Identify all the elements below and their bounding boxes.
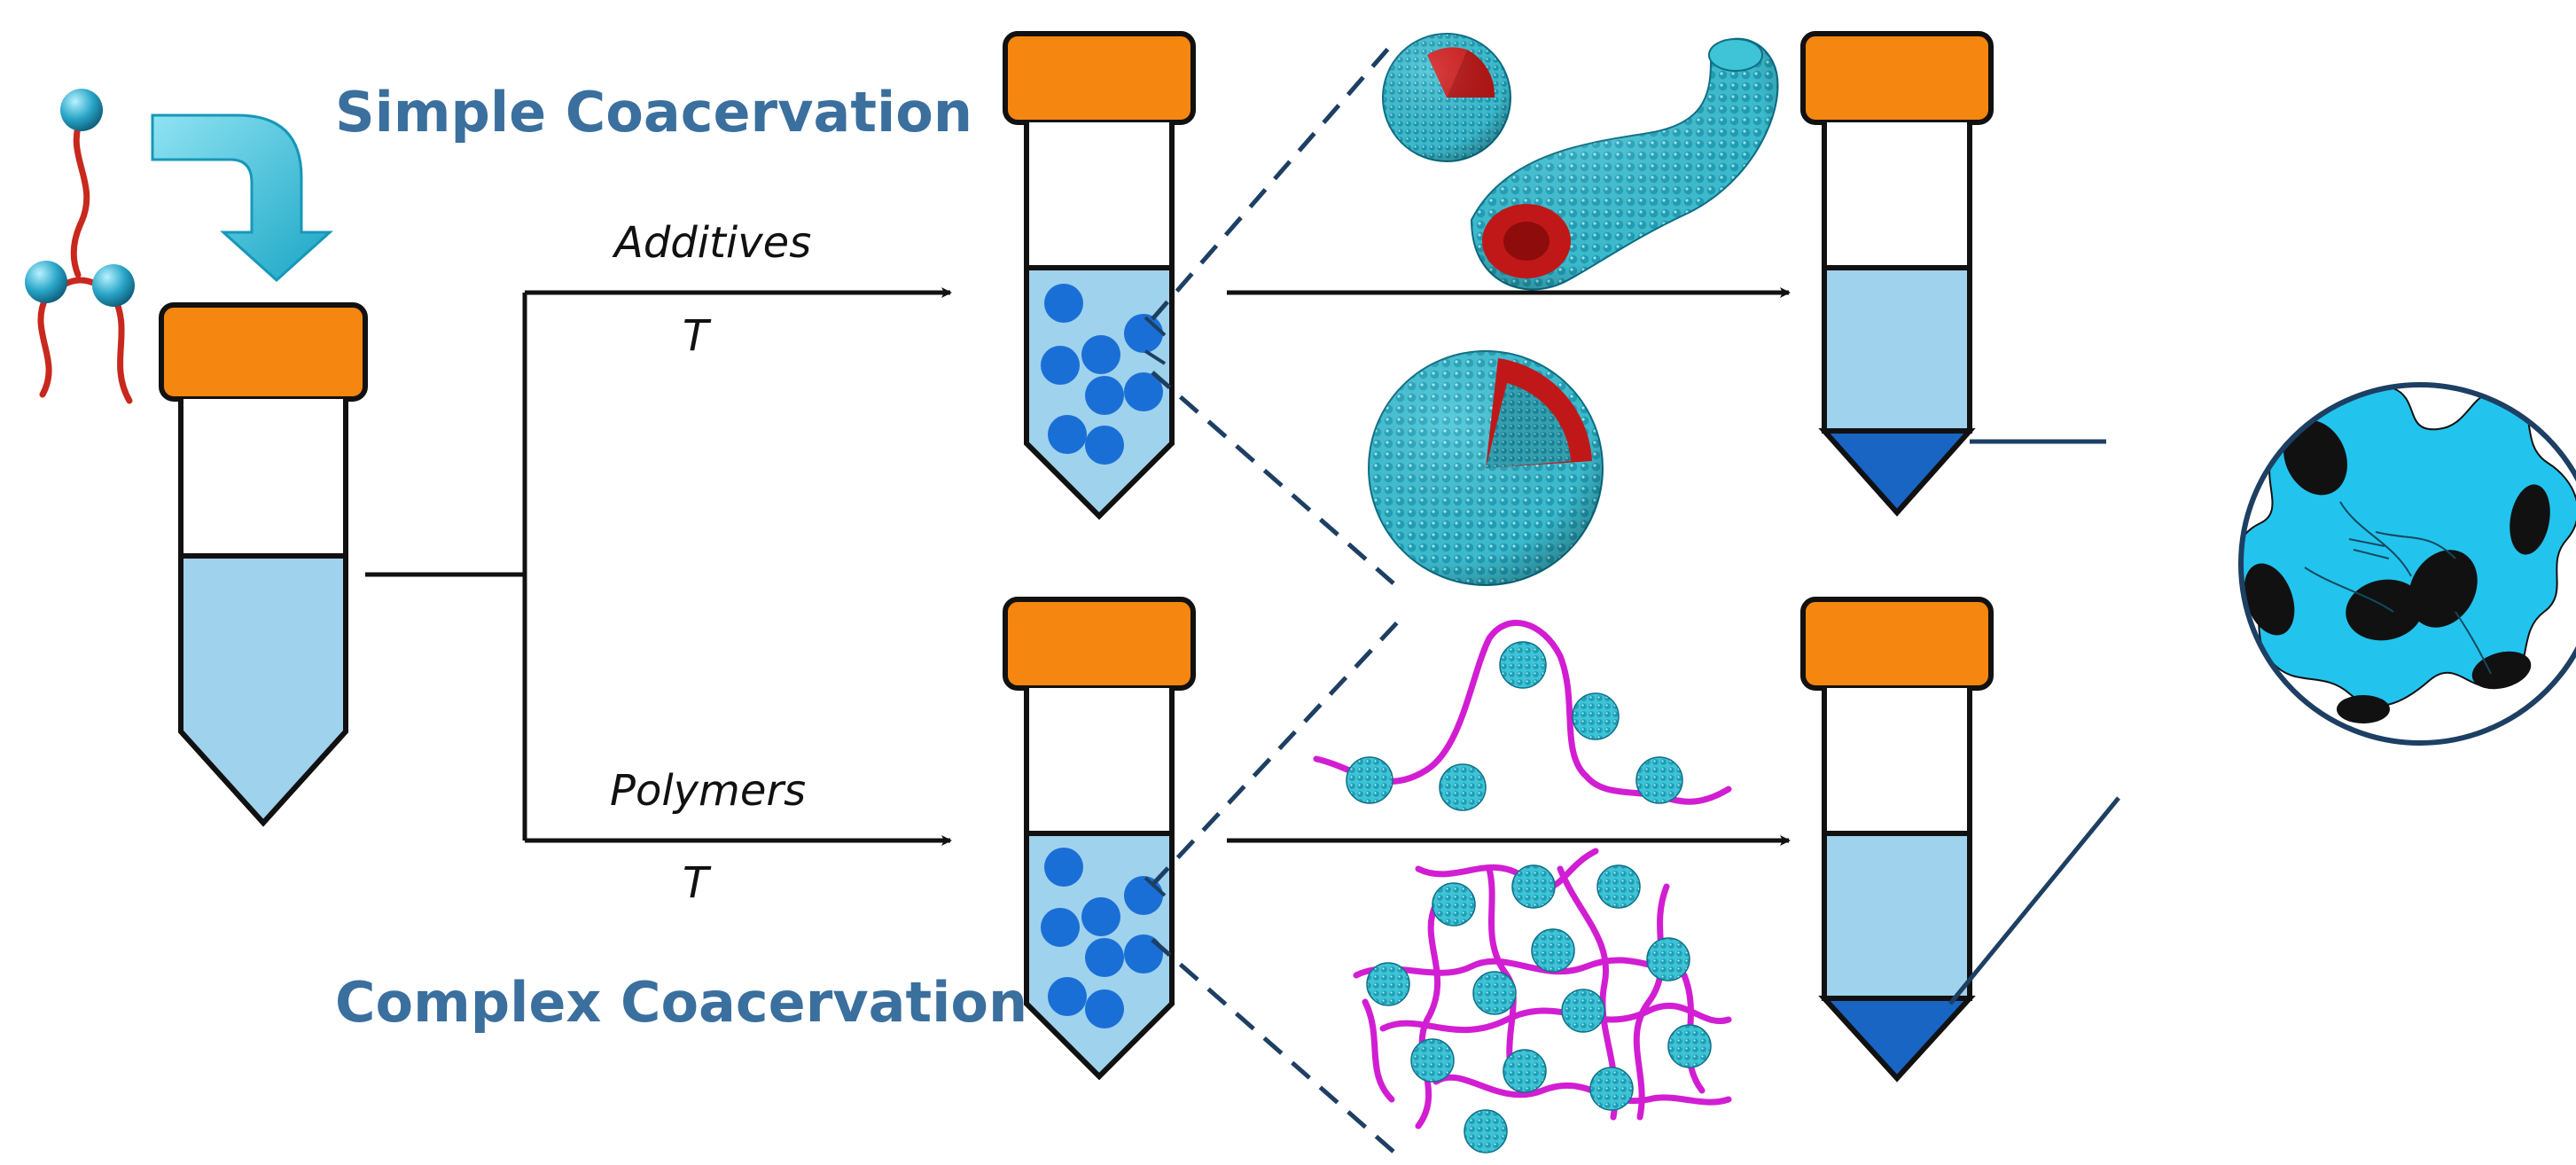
complex-droplet-tube: [1003, 597, 1196, 1081]
curved-arrow-icon: [151, 113, 333, 283]
vesicle-icon: [1368, 350, 1604, 586]
micelle-icon: [1382, 33, 1511, 162]
middle-arrows: [1227, 287, 1791, 846]
coacervate-zoom-icon: [2238, 382, 2576, 746]
temperature-label-top: T: [683, 311, 712, 361]
coacervate-particles: [2244, 419, 2550, 723]
temperature-label-bottom: T: [683, 858, 712, 908]
start-tube: [159, 302, 368, 827]
surfactant-icon: [25, 89, 135, 404]
additives-label: Additives: [612, 218, 811, 268]
simple-droplet-tube: [1003, 31, 1196, 520]
polymer-beads: [1346, 641, 1712, 1153]
droplets-bottom: [1041, 848, 1163, 1028]
branch-lines: [365, 287, 952, 846]
zoom-lines: [1151, 41, 1402, 1160]
droplets-top: [1041, 284, 1163, 465]
simple-coacervation-title: Simple Coacervation: [335, 80, 972, 145]
polymer-chain-icon: [1313, 620, 1732, 1153]
simple-settled-tube: [1800, 31, 1994, 517]
polymers-label: Polymers: [610, 766, 806, 816]
wormlike-micelle-icon: [1470, 37, 1779, 291]
zoom-connectors: [1948, 439, 2120, 1005]
complex-coacervation-title: Complex Coacervation: [335, 970, 1027, 1035]
complex-settled-tube: [1800, 597, 1994, 1083]
